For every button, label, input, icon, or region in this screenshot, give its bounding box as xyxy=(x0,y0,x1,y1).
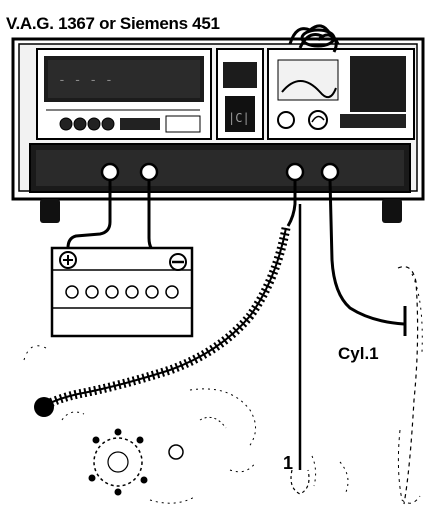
cell-cap xyxy=(125,285,139,299)
inductive-clamp-socket xyxy=(277,111,295,129)
svg-text:- - - -: - - - - xyxy=(58,73,113,88)
stored-cables xyxy=(288,24,340,53)
cyl1-lead xyxy=(328,179,407,336)
cell-cap xyxy=(105,285,119,299)
selector-knob-4 xyxy=(101,117,115,131)
coiled-lead xyxy=(34,180,297,417)
cell-cap xyxy=(85,285,99,299)
socket-clamp-icon xyxy=(285,162,305,182)
socket-red-icon xyxy=(100,162,120,182)
tester-foot-left xyxy=(40,199,60,223)
cell-cap xyxy=(165,285,179,299)
left-display-panel: - - - - xyxy=(36,48,212,140)
selector-knob-2 xyxy=(73,117,87,131)
plus-sign-icon xyxy=(59,251,77,269)
trigger-clip-icon xyxy=(34,397,54,417)
middle-display-panel: |C| xyxy=(216,48,264,140)
selector-knob-1 xyxy=(59,117,73,131)
socket-cyl1-icon xyxy=(320,162,340,182)
svg-text:|C|: |C| xyxy=(228,111,250,125)
cell-cap xyxy=(145,285,159,299)
minus-sign-icon xyxy=(169,253,187,271)
selector-knob-3 xyxy=(87,117,101,131)
inductive-lead xyxy=(290,204,349,495)
cylinder-label: Cyl.1 xyxy=(338,344,379,363)
dwell-dial-icon xyxy=(308,110,328,130)
spark-plug-lead-probe xyxy=(397,266,423,505)
diagram-title: V.A.G. 1367 or Siemens 451 xyxy=(6,14,220,33)
tester-unit: - - - - |C| xyxy=(11,37,425,223)
cylinder-number-label: 1 xyxy=(283,453,294,473)
right-control-panel xyxy=(267,48,415,140)
socket-black-icon xyxy=(139,162,159,182)
battery xyxy=(50,246,194,338)
cell-cap xyxy=(65,285,79,299)
distributor-sketch xyxy=(23,345,257,504)
tester-foot-right xyxy=(382,199,402,223)
